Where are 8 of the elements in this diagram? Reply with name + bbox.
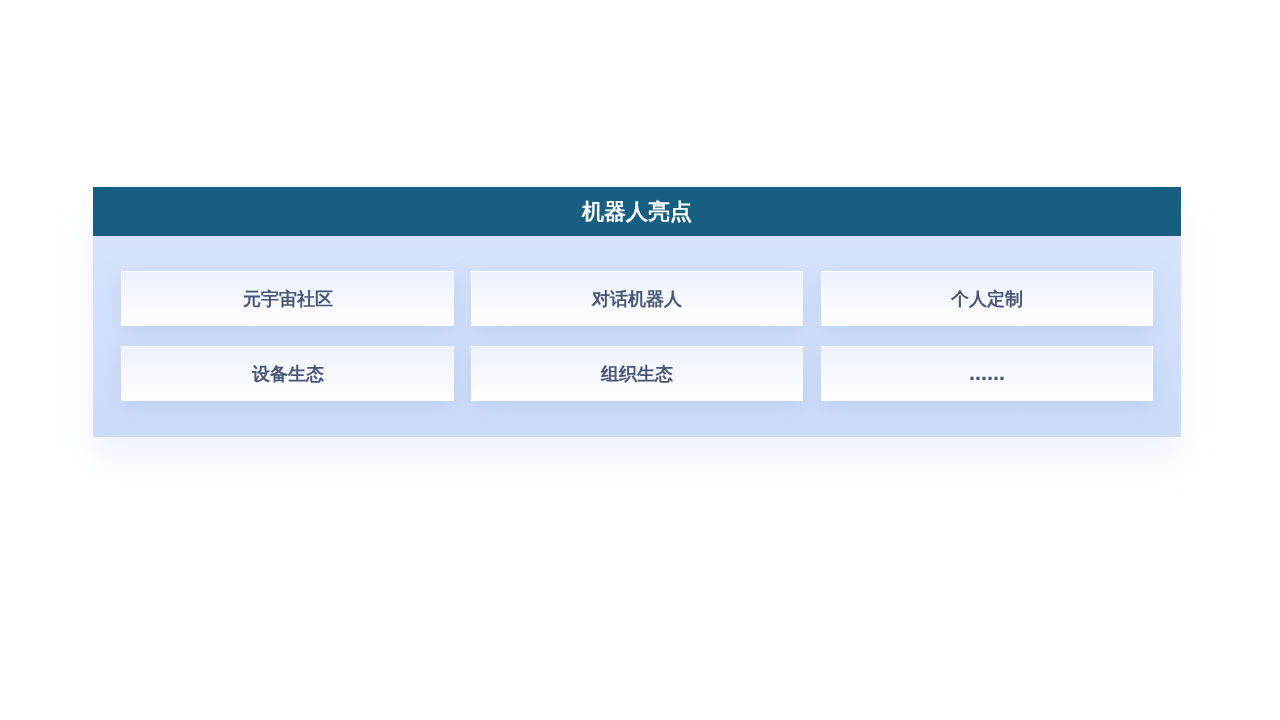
feature-box: 设备生态 <box>121 346 454 401</box>
panel <box>93 187 1181 437</box>
feature-box: 个人定制 <box>821 271 1153 326</box>
panel-heading: 机器人亮点 <box>93 187 1181 236</box>
feature-box: 组织生态 <box>471 346 803 401</box>
feature-box: 元宇宙社区 <box>121 271 454 326</box>
feature-box: 对话机器人 <box>471 271 803 326</box>
feature-box: …… <box>821 346 1153 401</box>
